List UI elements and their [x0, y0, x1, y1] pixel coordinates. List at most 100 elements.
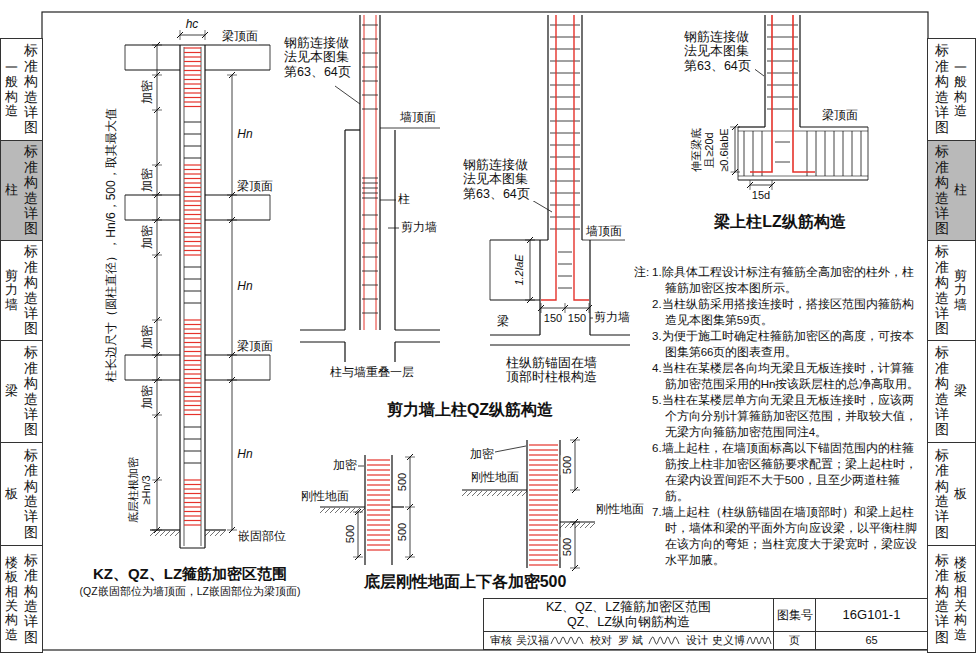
ground-hatch [497, 491, 502, 496]
stirrup [362, 53, 378, 54]
ground-hatch [467, 491, 472, 496]
stirrup [184, 200, 201, 201]
stirrup [362, 198, 378, 199]
beam-edge [205, 220, 270, 221]
stirrup [529, 529, 558, 530]
side-tab: 标准构造详图柱 [927, 140, 976, 241]
tab-subject: 梁 [5, 384, 18, 398]
dimension-label: 加密 [141, 324, 155, 350]
dimension-line [180, 35, 205, 36]
sheet-frame [42, 12, 928, 650]
dimension-extension [570, 490, 580, 491]
tab-subject: 一般构造 [954, 61, 967, 118]
annotation-label: Hn [236, 128, 253, 142]
dimension-extension [152, 530, 162, 531]
dimension-extension [353, 512, 363, 513]
column-edge [764, 15, 765, 127]
beam-break [270, 195, 271, 220]
dimension-extension [227, 75, 237, 76]
stirrup [184, 209, 201, 210]
stirrup [529, 494, 558, 495]
stirrup [184, 414, 201, 415]
person-name: 吴汉福 [516, 632, 549, 649]
beam-stirrup [852, 131, 853, 176]
dimension-extension [570, 522, 580, 523]
stirrup [367, 549, 390, 550]
beam-top [490, 239, 548, 240]
wall-edge [394, 130, 395, 330]
ground-hatch [580, 523, 585, 528]
ground-hatch [205, 531, 210, 536]
ground-hatch [477, 491, 482, 496]
slab-edge [395, 342, 440, 343]
stirrup [184, 511, 201, 512]
person-name: 史义博 [712, 632, 745, 649]
stirrup [184, 88, 201, 89]
column-base [180, 548, 205, 549]
side-tab: 标准构造详图一般构造 [0, 38, 43, 141]
title-cell: KZ、QZ、LZ箍筋加密区范围QZ、LZ纵向钢筋构造 [483, 598, 774, 632]
stirrup [184, 106, 201, 107]
dimension-label: 500 [561, 455, 574, 475]
beam-edge [205, 45, 270, 46]
stirrup [362, 67, 378, 68]
column-edge [204, 45, 205, 548]
beam-break [125, 45, 126, 70]
dimension-label: 500 [561, 537, 574, 557]
dimension-line [358, 512, 359, 557]
stirrup [529, 489, 558, 490]
side-tab: 标准构造详图一般构造 [927, 38, 976, 141]
person-name: 罗 斌 [618, 632, 643, 649]
stirrup [362, 229, 378, 230]
dimension-extension [227, 380, 237, 381]
tab-subject: 梁 [954, 384, 967, 398]
ground-hatch [517, 491, 522, 496]
annotation-label: 加密 [332, 459, 358, 473]
note-item: 3.为便于施工时确定柱箍筋加密区的高度，可按本图集第66页的图表查用。 [652, 328, 922, 360]
stirrup [550, 109, 580, 110]
stirrup [362, 109, 378, 110]
stirrup [529, 449, 558, 450]
ground-hatch [560, 523, 565, 528]
stirrup [558, 264, 572, 265]
stirrup [529, 454, 558, 455]
stirrup [550, 157, 580, 158]
dimension-line [530, 240, 531, 300]
ground-hatch [487, 491, 492, 496]
beam-edge [205, 195, 270, 196]
beam-edge [125, 45, 180, 46]
tab-heading: 标准构造详图 [935, 244, 949, 336]
ground-hatch [522, 491, 527, 496]
column-edge [379, 15, 380, 330]
stirrup [550, 133, 580, 134]
beam-break [125, 355, 126, 380]
stirrup [184, 74, 201, 75]
beam-edge [125, 70, 180, 71]
annotation-label: 注: [633, 264, 650, 280]
annotation-label: hc [185, 18, 200, 32]
stirrup [367, 469, 390, 470]
stirrup [184, 245, 201, 246]
column-edge [799, 15, 800, 127]
leader-line [495, 446, 526, 452]
beam-top [738, 126, 765, 127]
beam-stirrup [834, 131, 835, 176]
ground-hatch [502, 491, 507, 496]
beam-stirrup [807, 131, 808, 176]
stirrup [529, 469, 558, 470]
stirrup [529, 479, 558, 480]
stirrup [184, 196, 201, 197]
dimension-line [750, 185, 772, 186]
stirrup [184, 451, 201, 452]
stirrup [362, 193, 378, 194]
stirrup [184, 493, 201, 494]
stirrup [550, 37, 580, 38]
stirrup [362, 81, 378, 82]
annotation-label: 梁顶面 [236, 340, 274, 354]
stirrup [184, 182, 201, 183]
stirrup [184, 83, 201, 84]
stirrup [184, 405, 201, 406]
stirrup [529, 534, 558, 535]
ground-line [392, 506, 404, 507]
stirrup [362, 243, 378, 244]
